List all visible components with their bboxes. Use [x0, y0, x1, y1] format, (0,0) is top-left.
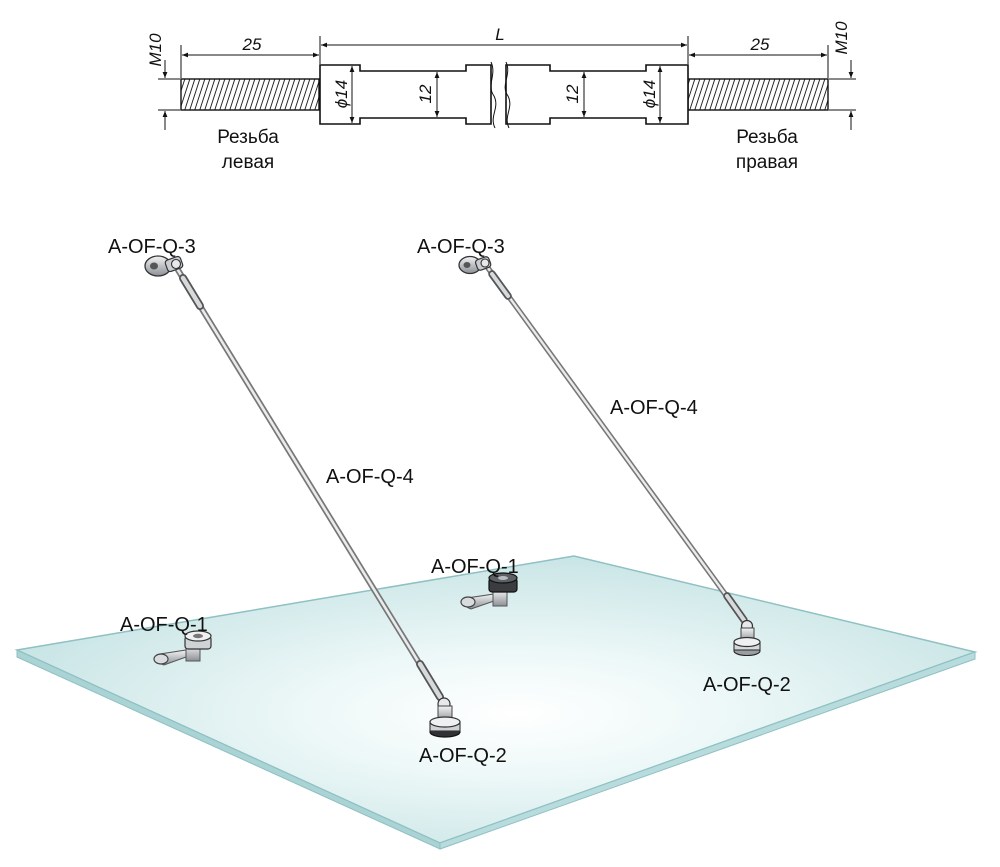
dim-12-left-text: 12: [416, 84, 435, 103]
left-thread-hatch: [180, 78, 320, 111]
label-right-rod-end: A-OF-Q-2: [703, 674, 791, 696]
rod-technical-drawing: L 25 25 M10 M10 ϕ14 12 12 ϕ14: [146, 21, 856, 173]
right-rod-assembly: [485, 265, 748, 624]
right-thread-note-line1: Резьба: [736, 127, 798, 148]
dim-12-right-text: 12: [563, 84, 582, 103]
dim-m10-right-text: M10: [832, 21, 851, 55]
dim-phi14-left-text: ϕ14: [332, 80, 351, 108]
break-line-right: [504, 61, 511, 129]
dim-L-text: L: [495, 25, 504, 44]
left-top-bracket: [144, 255, 184, 277]
break-line-left: [490, 61, 497, 129]
right-thread-hatch: [687, 78, 829, 111]
label-left-glass-holder: A-OF-Q-1: [120, 614, 208, 636]
right-thread-note-line2: правая: [736, 152, 798, 173]
label-center-glass-holder: A-OF-Q-1: [431, 556, 519, 578]
left-thread-note-line1: Резьба: [217, 127, 279, 148]
label-left-top-bracket: A-OF-Q-3: [108, 236, 196, 258]
dim-phi14-right-text: ϕ14: [640, 80, 659, 108]
dim-m10-left-text: M10: [146, 33, 165, 67]
label-right-rod: A-OF-Q-4: [610, 397, 698, 419]
label-left-rod-end: A-OF-Q-2: [419, 745, 507, 767]
glass-panel-edge-right: [439, 651, 976, 850]
left-thread-note-line2: левая: [222, 152, 274, 173]
canopy-3d-view: A-OF-Q-3 A-OF-Q-3 A-OF-Q-4 A-OF-Q-4 A-OF…: [14, 236, 978, 850]
right-top-bracket: [458, 255, 492, 275]
left-rod-assembly: [175, 267, 444, 701]
right-rod-end-fitting: [733, 619, 761, 657]
rod-body-right: [505, 64, 689, 125]
left-glass-holder: [153, 630, 212, 666]
left-rod-end-fitting: [429, 697, 461, 738]
dim-25-right-text: 25: [750, 35, 770, 54]
center-glass-holder: [460, 572, 518, 610]
label-right-top-bracket: A-OF-Q-3: [417, 236, 505, 258]
dim-25-left-text: 25: [242, 35, 262, 54]
label-left-rod: A-OF-Q-4: [326, 466, 414, 488]
rod-body-left: [319, 64, 492, 125]
